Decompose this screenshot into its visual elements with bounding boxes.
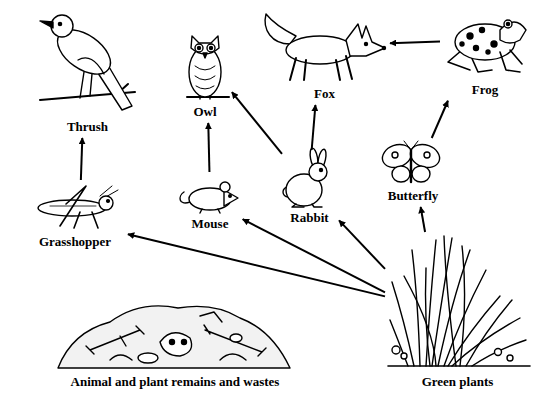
- feeding-arrow: [232, 92, 282, 154]
- feeding-arrow: [421, 207, 425, 232]
- organism-node: Grasshopper: [25, 180, 125, 250]
- fox-drawing: [265, 14, 385, 80]
- organism-node: Owl: [180, 32, 230, 120]
- feeding-arrow: [339, 220, 385, 268]
- node-label: Frog: [471, 82, 499, 98]
- feeding-arrow: [243, 219, 385, 292]
- organism-node: Rabbit: [282, 150, 337, 226]
- node-label: Animal and plant remains and wastes: [70, 374, 281, 390]
- owl-drawing: [187, 36, 229, 99]
- organism-node: Thrush: [35, 0, 140, 135]
- node-label: Grasshopper: [38, 234, 112, 250]
- grasshopper-drawing: [38, 186, 118, 228]
- node-label: Green plants: [421, 374, 495, 390]
- organism-node: Fox: [262, 8, 387, 102]
- mouse-drawing: [180, 182, 238, 213]
- node-label: Mouse: [191, 216, 230, 232]
- organism-node: Animal and plant remains and wastes: [50, 296, 300, 390]
- node-label: Thrush: [66, 119, 109, 135]
- rabbit-drawing: [283, 148, 328, 207]
- organism-node: Frog: [440, 6, 530, 98]
- node-label: Owl: [192, 104, 217, 120]
- thrush-drawing: [40, 15, 135, 110]
- node-label: Butterfly: [387, 188, 440, 204]
- node-label: Fox: [313, 86, 336, 102]
- feeding-arrow: [208, 123, 209, 172]
- organism-node: Green plants: [385, 232, 530, 390]
- feeding-arrow: [81, 138, 82, 180]
- node-label: Rabbit: [289, 210, 329, 226]
- feeding-arrow: [312, 105, 316, 150]
- butterfly-drawing: [379, 141, 443, 182]
- frog-drawing: [448, 20, 526, 72]
- organism-node: Butterfly: [378, 138, 448, 204]
- feeding-arrow: [128, 234, 385, 296]
- feeding-arrow: [390, 41, 440, 43]
- remains-drawing: [58, 306, 290, 368]
- green-plants-drawing: [388, 236, 530, 366]
- organism-node: Mouse: [180, 172, 240, 232]
- feeding-arrow: [432, 101, 448, 138]
